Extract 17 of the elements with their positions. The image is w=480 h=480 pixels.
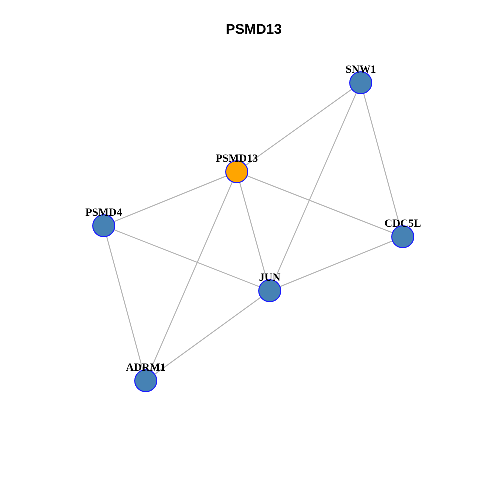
chart-title: PSMD13 (226, 21, 282, 37)
node-label: PSMD4 (86, 207, 122, 220)
connector-line (114, 176, 228, 222)
connector-line (106, 236, 144, 371)
node-label: CDC5L (384, 218, 422, 231)
connector-line (114, 230, 260, 288)
connector-line (246, 176, 394, 234)
node-label: PSMD13 (216, 153, 258, 166)
node-label: JUN (259, 272, 281, 285)
node-label: ADRM1 (126, 362, 166, 375)
connector-line (150, 182, 234, 372)
node-label: SNW1 (346, 64, 376, 77)
connector-line (245, 88, 353, 166)
connector-line (274, 92, 358, 282)
connector-line (154, 296, 262, 376)
connector-line (280, 240, 394, 288)
connector-line (363, 93, 401, 227)
